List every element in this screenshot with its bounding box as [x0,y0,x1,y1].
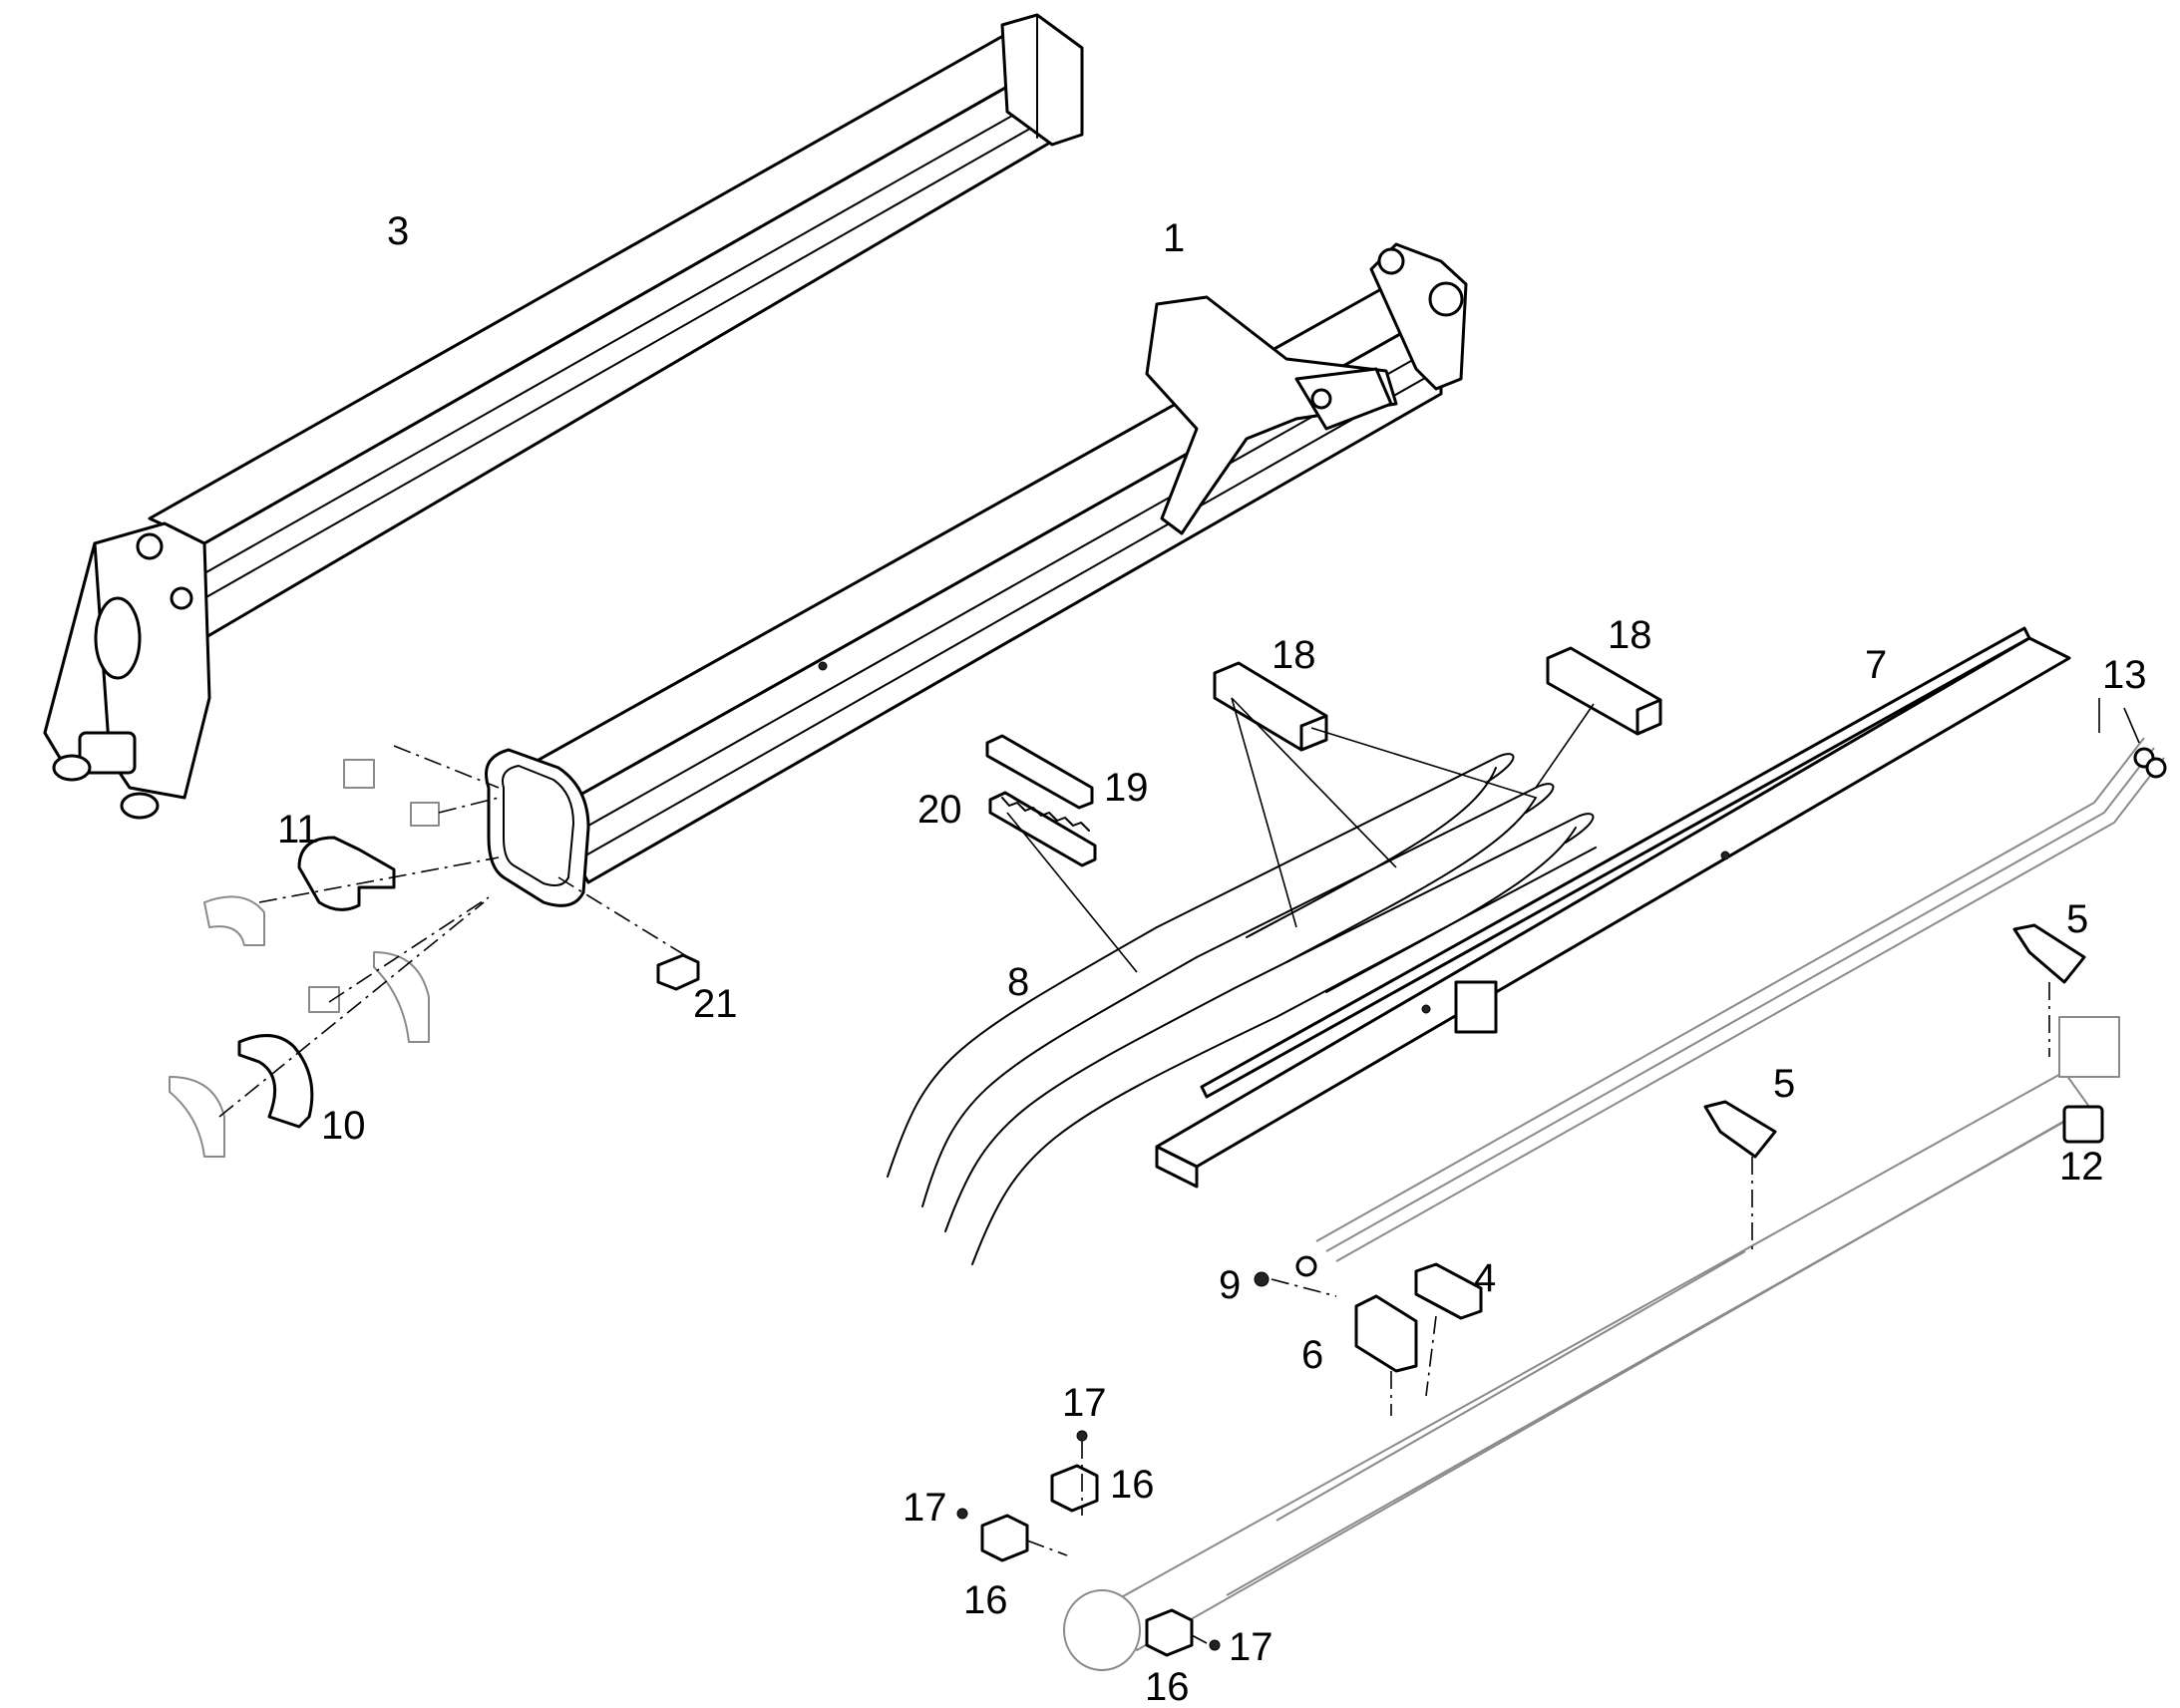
part-11-guard [297,836,396,911]
part-21-key [656,953,700,991]
callout-18: 18 [1272,633,1316,677]
callout-18: 18 [1608,613,1652,657]
callout-7: 7 [1865,643,1887,687]
callout-3: 3 [387,209,409,253]
callout-12: 12 [2059,1145,2104,1189]
part-19-strip [985,734,1094,810]
callout-5: 5 [1773,1062,1795,1106]
cylinder-assembly [1063,1016,2120,1671]
callout-16: 16 [1145,1665,1190,1708]
part-9-nut [1254,1255,1317,1287]
callout-4: 4 [1474,1256,1496,1300]
part-16-block-bottom [1145,1608,1194,1657]
callout-11: 11 [277,808,319,852]
part-6-plate [1354,1294,1418,1373]
callout-10: 10 [321,1104,366,1148]
callout-13: 13 [2102,653,2147,697]
callout-20: 20 [917,788,962,832]
assembly-dash-lines [218,745,2050,1644]
callout-9: 9 [1219,1263,1241,1307]
part-16-block-left [980,1514,1029,1562]
part-1-main-boom [485,242,1468,907]
part-20-toothed-strip [988,791,1097,867]
ghost-brackets [169,759,440,1158]
part-8-hoses [887,753,1597,1265]
part-18-block-right [1546,646,1662,736]
part-12-clamp [2062,1105,2104,1144]
callout-17: 17 [903,1486,947,1530]
part-13-pipes [1315,737,2167,1262]
part-7-channel [1155,626,2071,1189]
part-5-bracket-lower [1703,1100,1777,1159]
callout-6: 6 [1301,1333,1323,1377]
callouts: 3 1 18 18 7 13 19 20 11 21 8 5 5 10 12 9… [277,209,2147,1708]
part-18-block-left [1213,661,1328,752]
part-10-guard [237,1034,314,1129]
part-16-block-top [1050,1464,1099,1513]
callout-16: 16 [1110,1463,1155,1507]
callout-19: 19 [1104,766,1149,810]
callout-17: 17 [1062,1381,1107,1425]
callout-5: 5 [2066,897,2088,941]
callout-16: 16 [963,1578,1008,1622]
part-5-bracket-upper [2012,923,2086,984]
callout-8: 8 [1007,960,1029,1004]
part-4-plate [1414,1262,1483,1320]
part-17-screws [956,1430,1221,1651]
callout-17: 17 [1229,1625,1273,1669]
part-3-boom-section [43,13,1084,820]
callout-1: 1 [1163,216,1185,260]
leader-lines [1006,697,2140,973]
callout-21: 21 [693,982,738,1026]
